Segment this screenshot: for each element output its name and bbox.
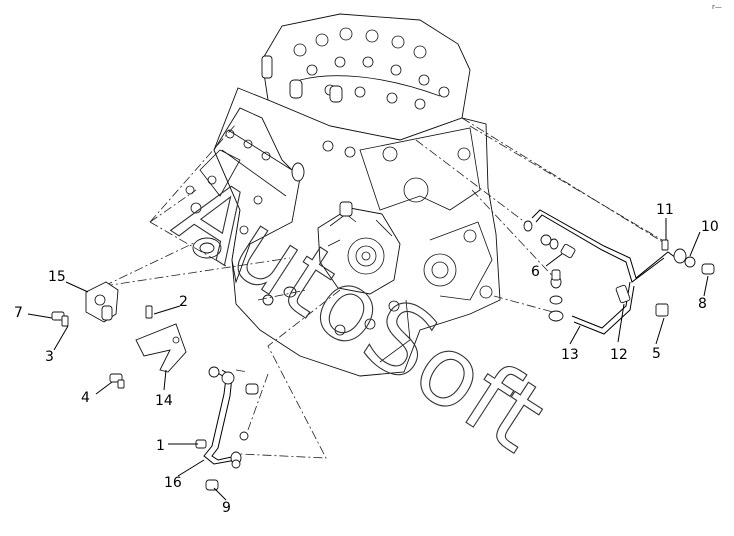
corner-mark: r— (712, 3, 722, 11)
callout-2: 2 (179, 294, 188, 310)
callout-5: 5 (652, 346, 661, 362)
callout-11: 11 (656, 202, 674, 218)
callout-1: 1 (156, 438, 165, 454)
left-bracket-assembly (51, 281, 187, 389)
callout-15: 15 (48, 269, 66, 285)
callout-labels: 1 2 3 4 5 6 7 8 9 10 11 12 13 14 15 16 (14, 202, 719, 516)
callout-7: 7 (14, 305, 23, 321)
fuel-pump (317, 201, 401, 295)
lower-fuel-pipe-assembly (195, 366, 259, 491)
callout-12: 12 (610, 347, 628, 363)
callout-14: 14 (155, 393, 173, 409)
callout-8: 8 (698, 296, 707, 312)
callout-leaders (27, 218, 709, 501)
engine-block (185, 13, 501, 377)
callout-13: 13 (561, 347, 579, 363)
callout-4: 4 (81, 390, 90, 406)
callout-6: 6 (531, 264, 540, 280)
callout-3: 3 (45, 349, 54, 365)
leader-lines (103, 117, 667, 459)
callout-9: 9 (222, 500, 231, 516)
rear-fuel-pipe-assembly (523, 209, 715, 335)
callout-10: 10 (701, 219, 719, 235)
callout-16: 16 (164, 475, 182, 491)
